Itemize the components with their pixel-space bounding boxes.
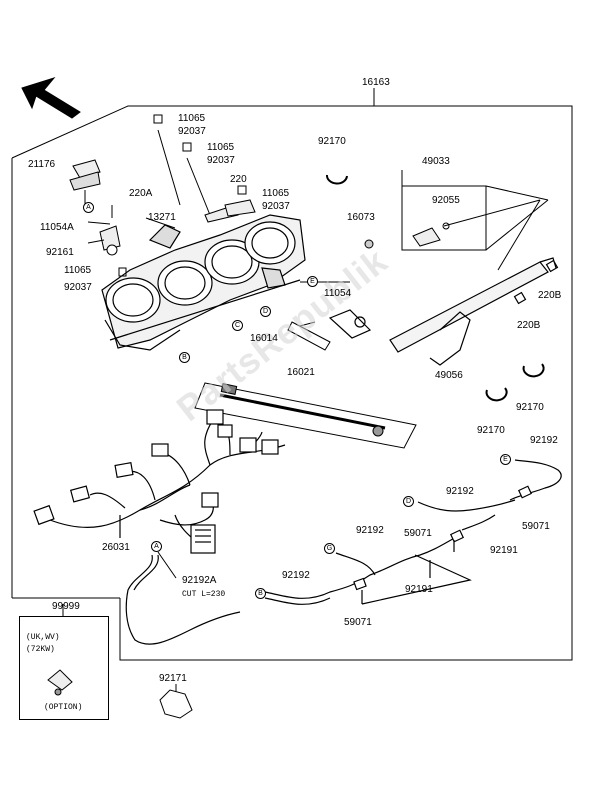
label-59071-a: 59071 — [522, 521, 550, 532]
label-220B-a: 220B — [538, 290, 562, 301]
label-99999: 99999 — [52, 601, 80, 612]
label-220B-b: 220B — [517, 320, 541, 331]
cut-length-note: CUT L=230 — [182, 590, 226, 599]
label-92171: 92171 — [159, 673, 187, 684]
wiring-harness — [33, 409, 286, 554]
callout-e-top: E — [307, 276, 318, 287]
label-92170-top: 92170 — [318, 136, 346, 147]
callout-b-top: B — [179, 352, 190, 363]
label-11065-c: 11065 — [262, 188, 290, 199]
callout-d-bottom: D — [403, 496, 414, 507]
callout-a-top: A — [83, 202, 94, 213]
label-21176: 21176 — [28, 159, 56, 170]
label-11054A: 11054A — [40, 222, 74, 233]
label-92037-d: 92037 — [64, 282, 92, 293]
label-11065-a: 11065 — [178, 113, 206, 124]
label-220: 220 — [230, 174, 247, 185]
direction-arrow-icon — [21, 77, 81, 119]
label-16021: 16021 — [287, 367, 315, 378]
label-59071-b: 59071 — [404, 528, 432, 539]
option-region-line2: (72KW) — [26, 645, 55, 654]
label-16073: 16073 — [347, 212, 375, 223]
label-92170-right: 92170 — [516, 402, 544, 413]
fuel-rail — [328, 257, 559, 366]
label-92161: 92161 — [46, 247, 74, 258]
callout-d-top: D — [260, 306, 271, 317]
vacuum-hoses — [125, 459, 562, 645]
label-16014: 16014 — [250, 333, 278, 344]
label-92191-a: 92191 — [490, 545, 518, 556]
label-92192-b: 92192 — [282, 570, 310, 581]
label-13271: 13271 — [148, 212, 176, 223]
label-59071-c: 59071 — [344, 617, 372, 628]
label-92192-e: 92192 — [530, 435, 558, 446]
label-16163: 16163 — [362, 77, 390, 88]
label-92170-mid: 92170 — [477, 425, 505, 436]
option-region-line1: (UK,WV) — [26, 633, 60, 642]
label-11054: 11054 — [324, 288, 352, 299]
label-92037-c: 92037 — [262, 201, 290, 212]
label-92192A: 92192A — [182, 575, 217, 586]
callout-e-bottom: E — [500, 454, 511, 465]
label-92192-d: 92192 — [446, 486, 474, 497]
callout-g: G — [324, 543, 335, 554]
callout-c: C — [232, 320, 243, 331]
option-label: (OPTION) — [44, 703, 83, 712]
label-11065-d: 11065 — [64, 265, 92, 276]
option-box: (UK,WV) (72KW) (OPTION) — [19, 616, 109, 720]
label-49056: 49056 — [435, 370, 463, 381]
label-49033: 49033 — [422, 156, 450, 167]
callout-a-bottom: A — [151, 541, 162, 552]
label-92037-b: 92037 — [207, 155, 235, 166]
throttle-body-assembly — [101, 214, 306, 351]
label-11065-b: 11065 — [207, 142, 235, 153]
label-92055: 92055 — [432, 195, 460, 206]
label-92192-c: 92192 — [356, 525, 384, 536]
label-26031: 26031 — [102, 542, 130, 553]
callout-b-bottom: B — [255, 588, 266, 599]
label-220A: 220A — [129, 188, 153, 199]
label-92037-a: 92037 — [178, 126, 206, 137]
label-92191-b: 92191 — [405, 584, 433, 595]
